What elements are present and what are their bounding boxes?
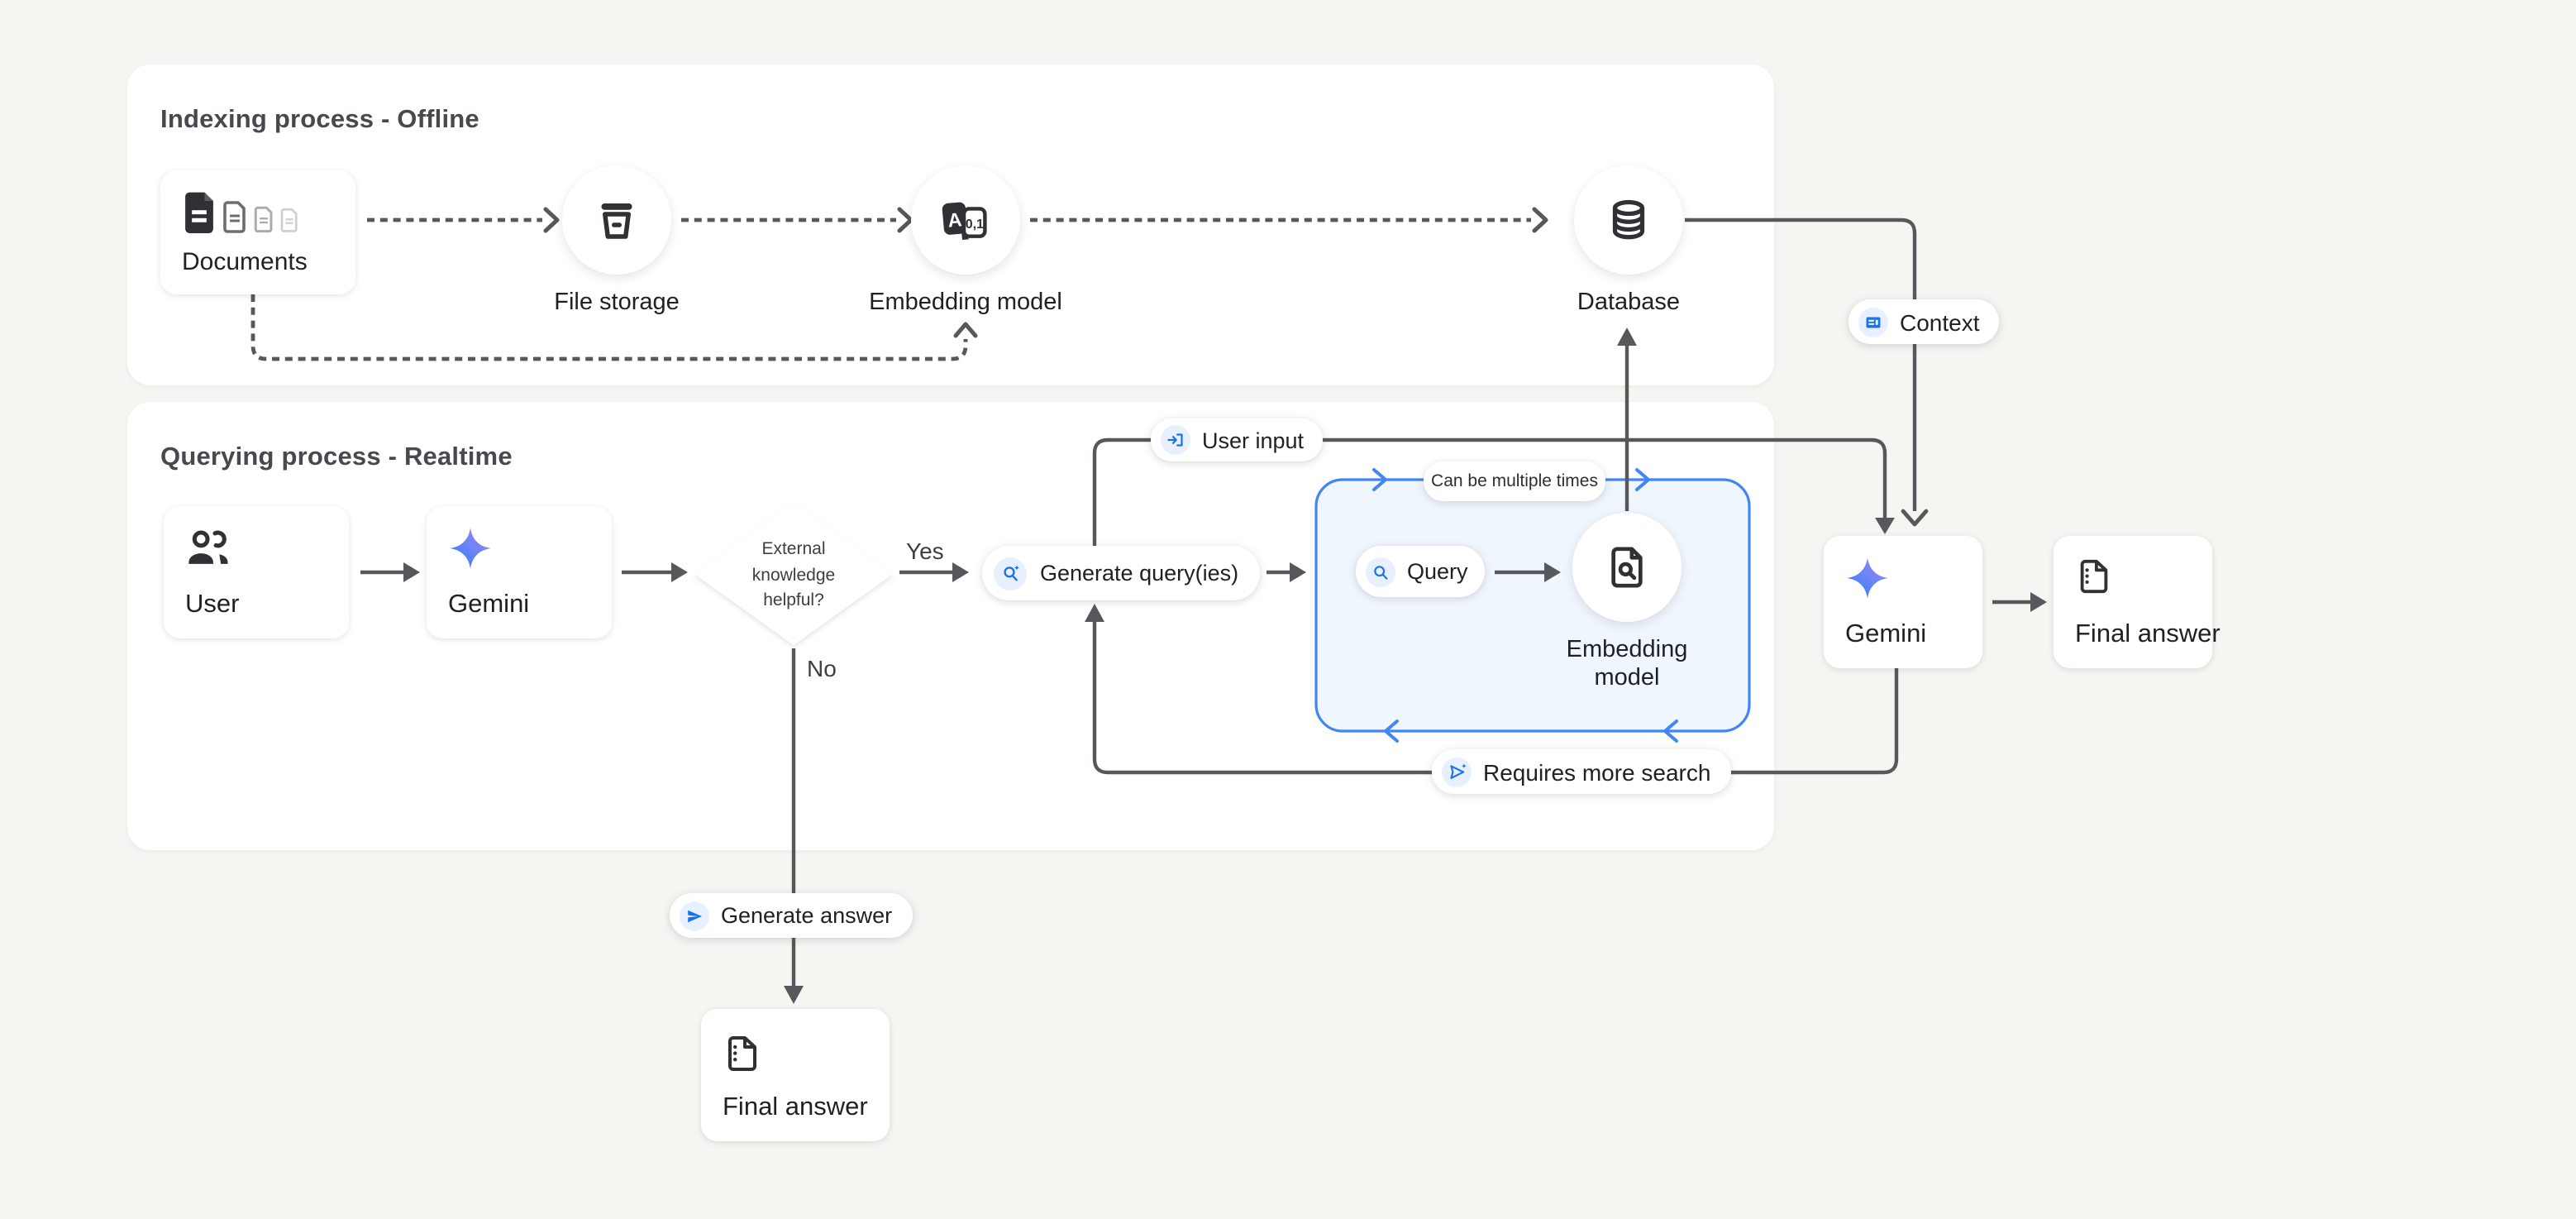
- gemini-star-icon: [450, 528, 491, 569]
- send-sparkle-icon: [1442, 757, 1472, 786]
- final-answer-bottom-card: Final answer: [701, 1009, 890, 1141]
- can-be-multiple-times-tag: Can be multiple times: [1424, 461, 1605, 501]
- final-answer-right-label: Final answer: [2075, 620, 2221, 648]
- document-icon: [280, 208, 298, 232]
- embedding-model-label: Embedding model: [869, 289, 1062, 316]
- gemini-left-label: Gemini: [448, 590, 530, 619]
- embedding-model-2-node: [1572, 513, 1682, 622]
- requires-more-search-badge: Requires more search: [1432, 749, 1731, 794]
- generate-queries-label: Generate query(ies): [1040, 561, 1239, 586]
- query-loop-box: [1314, 478, 1751, 733]
- embedding-model-node: A 0,1: [911, 165, 1020, 275]
- indexing-panel-title: Indexing process - Offline: [160, 106, 479, 134]
- final-answer-right-card: Final answer: [2054, 536, 2221, 668]
- decision-text: External knowledge helpful?: [751, 539, 836, 610]
- querying-panel-title: Querying process - Realtime: [160, 443, 513, 471]
- document-icon: [223, 201, 246, 233]
- context-open-arrowhead: [1901, 509, 1929, 527]
- users-icon: [188, 530, 228, 564]
- file-storage-node: [562, 165, 671, 275]
- context-badge: Context: [1849, 299, 2000, 344]
- document-search-icon: [1611, 547, 1643, 588]
- generate-answer-label: Generate answer: [721, 903, 893, 928]
- connector-database-context: [1685, 218, 1917, 511]
- user-input-badge: User input: [1151, 418, 1323, 461]
- generate-queries-pill: Generate query(ies): [982, 546, 1260, 600]
- gemini-star-icon: [1847, 557, 1888, 599]
- query-label: Query: [1407, 559, 1468, 584]
- documents-card: Documents: [160, 170, 355, 294]
- search-sparkle-icon: [994, 557, 1027, 590]
- connector-user-input: [1092, 437, 1887, 546]
- database-label: Database: [1577, 289, 1681, 316]
- database-icon: [1612, 199, 1645, 240]
- input-icon: [1161, 425, 1190, 455]
- embedding-icon-letter: A: [947, 208, 962, 231]
- user-card: User: [164, 506, 349, 638]
- solid-arrowheads: [403, 327, 2047, 1004]
- embedding-model-2-label: Embedding model: [1566, 637, 1688, 691]
- final-answer-bottom-label: Final answer: [723, 1093, 868, 1121]
- generate-answer-badge: Generate answer: [670, 893, 913, 938]
- decision-diamond: [694, 503, 893, 645]
- yes-label: Yes: [906, 538, 944, 564]
- loop-direction-chevrons: [1372, 468, 1678, 743]
- documents-icons: [182, 190, 332, 233]
- final-answer-document-icon: [728, 1036, 756, 1071]
- document-icon: [254, 206, 273, 233]
- search-icon: [1366, 557, 1395, 586]
- gemini-right-card: Gemini: [1824, 536, 1982, 668]
- dashed-arrowheads: [543, 207, 1548, 338]
- file-storage-label: File storage: [554, 289, 680, 316]
- user-label: User: [185, 590, 240, 619]
- final-answer-document-icon: [2080, 559, 2108, 594]
- document-icon: [185, 192, 213, 233]
- send-icon: [680, 901, 709, 930]
- storage-bucket-icon: [601, 203, 632, 239]
- query-pill: Query: [1356, 546, 1485, 597]
- user-input-label: User input: [1202, 428, 1305, 452]
- database-node: [1574, 165, 1683, 275]
- gemini-left-card: Gemini: [427, 506, 612, 638]
- requires-more-search-label: Requires more search: [1483, 758, 1711, 785]
- can-be-multiple-times-label: Can be multiple times: [1431, 471, 1598, 491]
- text-to-vector-icon: A 0,1: [942, 202, 987, 240]
- context-label: Context: [1900, 308, 1980, 335]
- gemini-right-label: Gemini: [1845, 620, 1927, 648]
- arrow-documents-loop-to-embedding: [250, 294, 968, 361]
- documents-label: Documents: [182, 248, 308, 276]
- no-label: No: [807, 655, 837, 681]
- article-icon: [1858, 307, 1888, 337]
- embedding-icon-digits: 0,1: [966, 218, 984, 232]
